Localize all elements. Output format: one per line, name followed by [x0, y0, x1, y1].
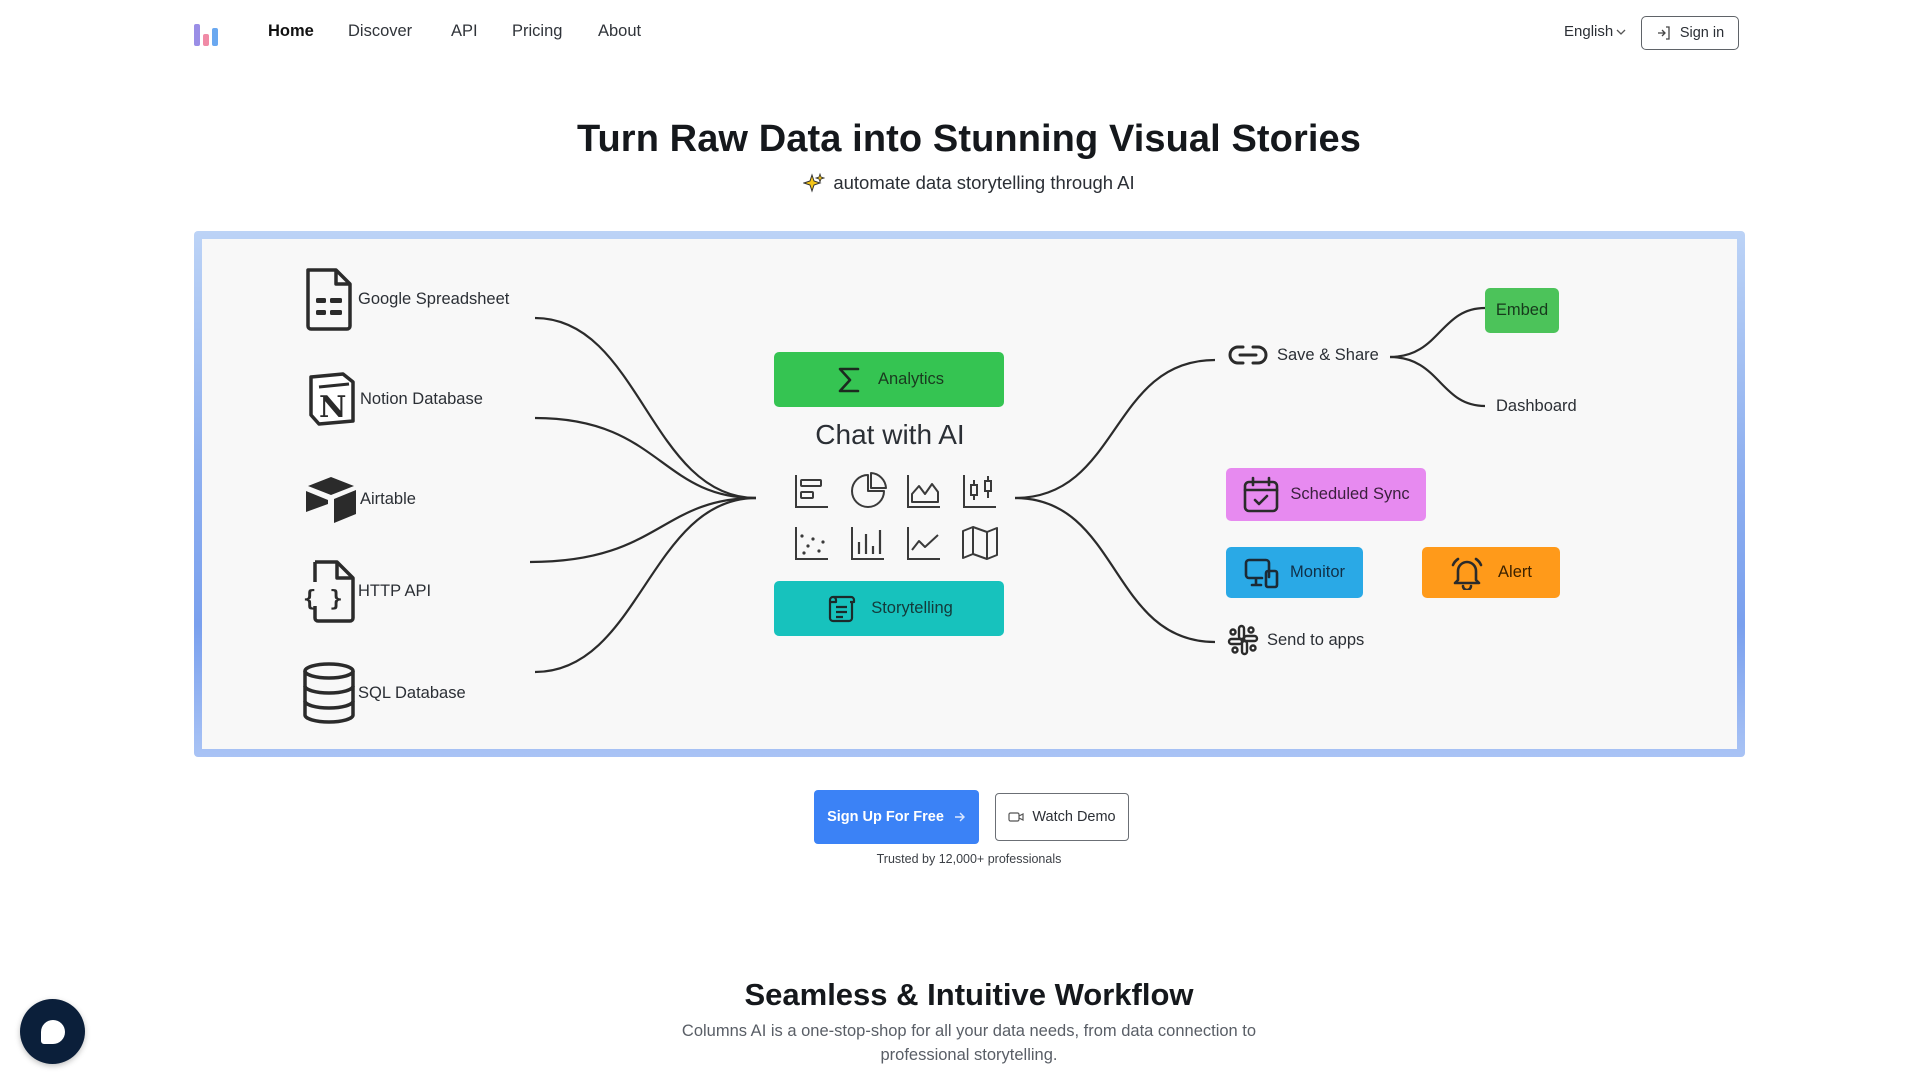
storytelling-label: Storytelling [871, 599, 953, 618]
candlestick-chart-icon [952, 465, 1008, 517]
source-label: Notion Database [360, 390, 483, 409]
watch-demo-label: Watch Demo [1032, 809, 1115, 825]
trusted-note: Trusted by 12,000+ professionals [0, 852, 1922, 866]
source-sql-database[interactable]: SQL Database [300, 660, 466, 726]
source-http-api[interactable]: { } HTTP API [300, 558, 431, 624]
watch-demo-button[interactable]: Watch Demo [995, 793, 1129, 841]
alert-pill[interactable]: Alert [1422, 547, 1560, 598]
arrow-right-icon [954, 811, 966, 823]
signup-label: Sign Up For Free [827, 809, 944, 825]
source-label: Google Spreadsheet [358, 290, 509, 309]
scroll-icon [825, 594, 857, 624]
sigma-icon [834, 365, 864, 395]
pie-chart-icon [840, 465, 896, 517]
scheduled-sync-label: Scheduled Sync [1290, 485, 1409, 504]
slack-icon [1227, 624, 1259, 656]
airtable-icon [302, 466, 360, 532]
scatter-chart-icon [784, 517, 840, 569]
source-google-spreadsheet[interactable]: Google Spreadsheet [300, 266, 509, 332]
svg-text:{ }: { } [303, 587, 343, 612]
analytics-label: Analytics [878, 370, 944, 389]
save-share-label: Save & Share [1277, 346, 1379, 365]
save-share-node[interactable]: Save & Share [1227, 342, 1379, 368]
analytics-pill[interactable]: Analytics [774, 352, 1004, 407]
bell-icon [1450, 556, 1484, 590]
video-camera-icon [1008, 811, 1024, 823]
workflow-description: Columns AI is a one-stop-shop for all yo… [664, 1019, 1274, 1067]
line-chart-icon [896, 517, 952, 569]
source-label: SQL Database [358, 684, 466, 703]
bar-chart-horizontal-icon [784, 465, 840, 517]
source-label: Airtable [360, 490, 416, 509]
spreadsheet-icon [300, 266, 358, 332]
notion-icon: N [302, 366, 360, 432]
chat-widget-button[interactable] [20, 999, 85, 1064]
monitor-pill[interactable]: Monitor [1226, 547, 1363, 598]
embed-pill[interactable]: Embed [1485, 288, 1559, 333]
signup-button[interactable]: Sign Up For Free [814, 790, 979, 844]
code-file-icon: { } [300, 558, 358, 624]
map-icon [952, 517, 1008, 569]
source-label: HTTP API [358, 582, 431, 601]
dashboard-label: Dashboard [1496, 397, 1577, 416]
link-icon [1227, 342, 1269, 368]
storytelling-pill[interactable]: Storytelling [774, 581, 1004, 636]
devices-icon [1244, 557, 1280, 589]
send-to-apps-label: Send to apps [1267, 631, 1364, 650]
dashboard-node[interactable]: Dashboard [1496, 397, 1577, 416]
bar-chart-icon [840, 517, 896, 569]
workflow-title: Seamless & Intuitive Workflow [0, 977, 1922, 1013]
calendar-check-icon [1242, 476, 1280, 514]
monitor-label: Monitor [1290, 563, 1345, 582]
area-chart-icon [896, 465, 952, 517]
embed-label: Embed [1496, 301, 1548, 320]
chat-bubble-icon [41, 1020, 65, 1044]
alert-label: Alert [1498, 563, 1532, 582]
database-icon [300, 660, 358, 726]
source-notion-database[interactable]: N Notion Database [302, 366, 483, 432]
chart-types-grid [784, 465, 998, 569]
chat-with-ai-title: Chat with AI [770, 419, 1010, 451]
send-to-apps-node[interactable]: Send to apps [1227, 624, 1364, 656]
svg-text:N: N [319, 390, 346, 425]
scheduled-sync-pill[interactable]: Scheduled Sync [1226, 468, 1426, 521]
source-airtable[interactable]: Airtable [302, 466, 416, 532]
